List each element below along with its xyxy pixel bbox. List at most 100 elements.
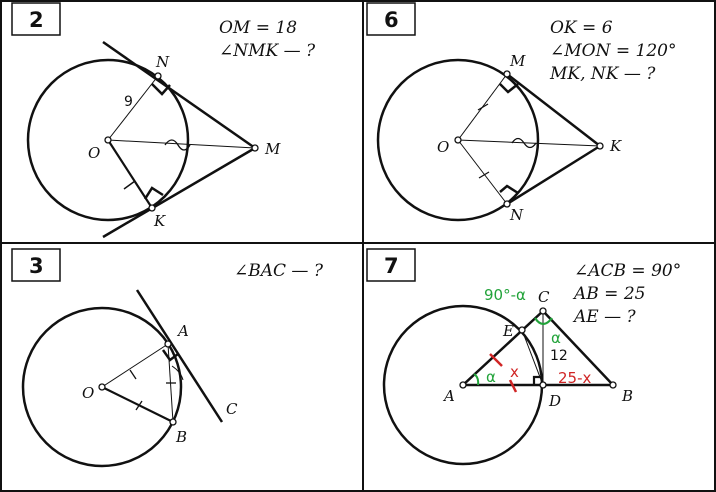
- segment-ok: [457, 139, 601, 147]
- tick-mark-oa: [129, 369, 137, 380]
- point-a: [459, 381, 467, 389]
- tick-mark-on: [478, 171, 490, 179]
- label-o: O: [82, 384, 94, 402]
- point-d: [539, 381, 547, 389]
- right-angle-mark-a: [161, 349, 179, 362]
- segment-om: [107, 139, 256, 149]
- label-c: C: [226, 400, 238, 418]
- wave-mark-ok: [511, 137, 537, 149]
- point-n: [503, 200, 511, 208]
- panel-7: 7 ∠ACB = 90° AB = 25 AE — ? A B C D E 12: [366, 248, 681, 466]
- radius-oa: [101, 343, 169, 388]
- given-2-line-1: OM = 18: [219, 18, 297, 38]
- radius-ob: [101, 386, 174, 423]
- annotation-angle-c: 90°-α: [484, 286, 526, 304]
- point-k: [148, 204, 156, 212]
- circle-6: [376, 58, 540, 222]
- circle-2: [26, 58, 190, 222]
- tick-mark-ad: [508, 379, 518, 393]
- figure-2: [26, 40, 259, 239]
- wave-mark-om: [164, 139, 191, 151]
- given-7-line-2: AB = 25: [572, 284, 645, 304]
- circle-3: [21, 306, 183, 468]
- figure-3: [21, 289, 224, 468]
- problem-number-3: 3: [29, 254, 44, 278]
- label-m: M: [264, 140, 281, 158]
- point-k: [596, 142, 604, 150]
- right-angle-mark-n: [151, 83, 171, 96]
- angle-arc-bac: [171, 365, 184, 381]
- radius-on: [107, 75, 159, 141]
- annotation-x: x: [510, 363, 519, 381]
- point-a: [164, 340, 172, 348]
- point-b: [169, 418, 177, 426]
- radius-ok: [107, 139, 153, 209]
- problem-number-6: 6: [384, 8, 399, 32]
- point-m: [251, 144, 259, 152]
- problem-number-box-6: [366, 2, 416, 36]
- tick-mark-ae: [489, 353, 503, 367]
- point-b: [609, 381, 617, 389]
- given-6-line-3: MK, NK — ?: [549, 64, 656, 84]
- tick-mark-ob: [135, 400, 143, 411]
- annotation-alpha-c: α: [551, 329, 561, 347]
- right-angle-mark-m: [499, 83, 519, 94]
- point-n: [154, 72, 162, 80]
- label-b: B: [621, 387, 633, 405]
- label-c: C: [538, 288, 550, 306]
- figure-7: [382, 304, 617, 466]
- label-o: O: [437, 138, 449, 156]
- given-7-line-1: ∠ACB = 90°: [574, 261, 681, 281]
- side-ac: [462, 310, 544, 386]
- label-a: A: [442, 387, 455, 405]
- tick-mark-om: [477, 103, 489, 111]
- label-k: K: [609, 137, 622, 155]
- panel-6: 6 OK = 6 ∠MON = 120° MK, NK — ? O M N K: [366, 2, 676, 224]
- tangent-segment-nk: [506, 144, 601, 206]
- annotation-25-minus-x: 25-x: [558, 369, 591, 387]
- tangent-segment-mk: [506, 73, 601, 147]
- label-o: O: [88, 144, 100, 162]
- side-cb: [542, 310, 614, 386]
- label-n: N: [509, 206, 524, 224]
- label-d: D: [548, 392, 561, 410]
- tangent-line-mn: [102, 40, 256, 150]
- radius-on: [457, 139, 508, 205]
- label-a: A: [176, 322, 189, 340]
- point-e: [518, 326, 526, 334]
- segment-de: [521, 329, 544, 386]
- given-7-line-3: AE — ?: [572, 307, 636, 327]
- right-angle-mark-n: [499, 184, 519, 195]
- given-2-line-2: ∠NMK — ?: [219, 41, 316, 61]
- tangent-line-ac: [135, 289, 224, 423]
- annotation-alpha-a: α: [486, 368, 496, 386]
- label-b: B: [175, 428, 187, 446]
- point-o: [454, 136, 462, 144]
- right-angle-mark-k: [143, 186, 164, 200]
- given-6-line-1: OK = 6: [550, 18, 613, 38]
- problem-number-7: 7: [384, 254, 399, 278]
- label-n: N: [155, 53, 170, 71]
- point-o: [98, 383, 106, 391]
- label-on-length: 9: [124, 94, 133, 110]
- angle-arc-a: [473, 373, 480, 386]
- problem-number-box-7: [366, 248, 416, 282]
- given-6-line-2: ∠MON = 120°: [550, 41, 676, 61]
- label-e: E: [502, 322, 514, 340]
- right-angle-mark-d: [532, 375, 543, 385]
- figure-6: [376, 58, 604, 222]
- panel-2: 2 OM = 18 ∠NMK — ? O N K M 9: [11, 2, 316, 239]
- label-cd-length: 12: [550, 348, 568, 364]
- point-c: [539, 307, 547, 315]
- given-3-line-1: ∠BAC — ?: [234, 261, 324, 281]
- tangent-line-mk: [102, 146, 256, 239]
- tick-mark-ok: [123, 180, 136, 190]
- label-k: K: [153, 212, 166, 230]
- point-m: [503, 70, 511, 78]
- point-o: [104, 136, 112, 144]
- label-m: M: [509, 52, 526, 70]
- problem-number-box-2: [11, 2, 61, 36]
- problem-number-box-3: [11, 248, 61, 282]
- panel-3: 3 ∠BAC — ? O A B C: [11, 248, 324, 468]
